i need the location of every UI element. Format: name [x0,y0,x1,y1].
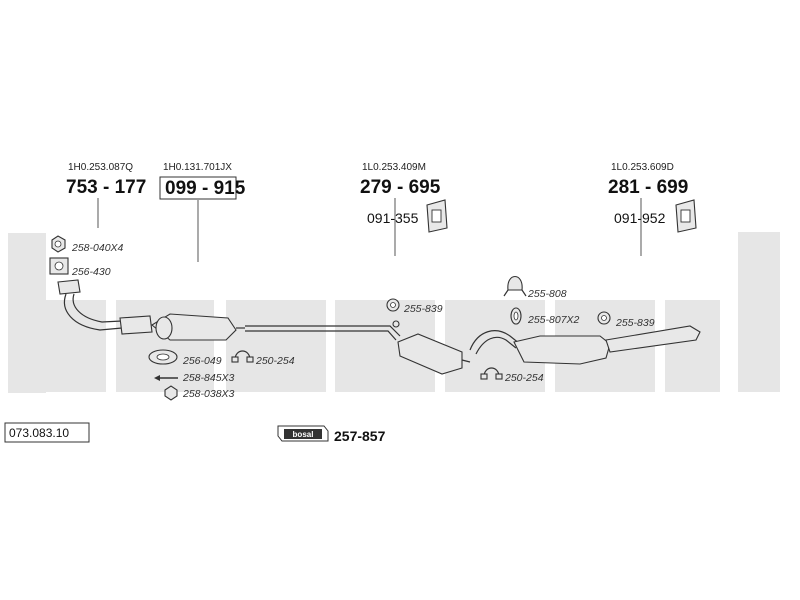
center-muffler [397,333,471,375]
front-pipe [57,279,153,335]
part-label: 255-839 [615,317,655,329]
catalytic-converter [151,313,245,341]
part-label: 256-049 [182,355,222,367]
part-number-box [159,176,237,200]
bosal-watermark [8,232,780,393]
part-label: 250-254 [504,372,544,384]
part-number: 281 - 699 [608,177,688,198]
part-label: 256-430 [71,266,111,278]
oe-number: 1H0.253.087Q [68,162,133,173]
middle-pipe [245,320,401,341]
brand-kit: bosal 257-857 [277,425,386,444]
rear-pipe [469,330,521,355]
clamp-icon [231,350,254,363]
part-header-1: 1H0.253.087Q 753 - 177 [66,162,146,198]
reference-number: 073.083.10 [9,426,69,440]
nut-icon [164,385,178,401]
oe-number: 1L0.253.409M [362,162,426,173]
brand-label: bosal [293,430,314,439]
part-number: 753 - 177 [66,177,146,198]
gasket-ring-icon [148,349,178,365]
part-header-3: 1L0.253.409M 279 - 695 [360,162,441,198]
part-label: 255-808 [527,288,567,300]
part-label: 255-839 [403,303,443,315]
clamp-icon [480,367,503,380]
part-label: 258-038X3 [182,388,235,400]
reference-box: 073.083.10 [4,422,90,443]
oe-number: 1H0.131.701JX [163,162,232,173]
rear-muffler [513,325,701,365]
hanger-bracket-icon [426,199,448,233]
hanger-label-1: 091-355 [367,210,419,226]
rubber-ring-icon [510,307,522,325]
part-header-4: 1L0.253.609D 281 - 699 [608,162,688,198]
hanger-bracket-icon [675,199,697,233]
part-number: 099 - 915 [165,178,246,199]
brand-part-number: 257-857 [334,428,386,444]
part-number: 279 - 695 [360,177,441,198]
rubber-mount-icon [597,311,611,325]
hanger-label-2: 091-952 [614,210,666,226]
gasket-icon [49,257,69,275]
part-label: 255-807X2 [527,314,580,326]
part-label: 258-845X3 [182,372,235,384]
rubber-hanger-icon [503,275,527,297]
rubber-mount-icon [386,298,400,312]
part-label: 258-040X4 [71,242,124,254]
part-label: 250-254 [255,355,295,367]
bolt-icon [154,375,178,381]
oe-number: 1L0.253.609D [611,162,674,173]
part-header-2: 1H0.131.701JX 099 - 915 [159,162,246,200]
nut-icon [51,235,66,253]
